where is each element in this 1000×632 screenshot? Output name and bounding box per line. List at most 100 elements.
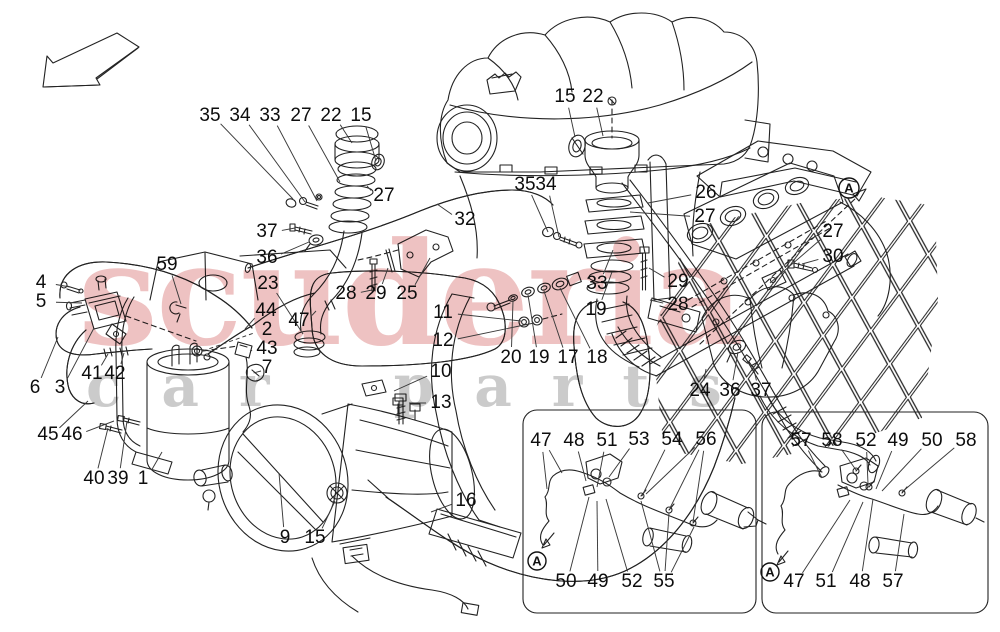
- leader-line-35: [220, 123, 294, 200]
- leader-line-51: [831, 501, 864, 573]
- leader-line-57: [894, 513, 905, 572]
- part-callout-22: 22: [320, 105, 342, 126]
- part-callout-27: 27: [822, 221, 844, 242]
- part-callout-30: 30: [822, 246, 844, 267]
- leader-line-57: [807, 450, 823, 479]
- leader-line-40: [97, 427, 109, 469]
- leader-line-28: [360, 289, 373, 293]
- leader-line-48: [577, 451, 587, 482]
- leader-line-34: [549, 195, 560, 238]
- leader-line-15: [365, 126, 377, 162]
- leader-line-27: [308, 125, 341, 183]
- leader-line-29: [381, 267, 389, 285]
- part-callout-36: 36: [256, 247, 278, 268]
- part-callout-43: 43: [256, 338, 278, 359]
- leader-line-36: [732, 351, 739, 381]
- part-callout-49: 49: [587, 571, 609, 592]
- leader-line-36: [280, 241, 310, 255]
- leader-line-20: [511, 300, 514, 348]
- part-callout-2: 2: [261, 319, 273, 340]
- part-callout-24: 24: [689, 380, 711, 401]
- part-callout-7: 7: [261, 357, 273, 378]
- leader-line-1: [151, 451, 163, 471]
- leader-line-22: [596, 107, 604, 137]
- part-callout-45: 45: [37, 424, 59, 445]
- leader-line-2: [199, 332, 253, 353]
- part-callout-28: 28: [335, 283, 357, 304]
- inset-box-right: [761, 411, 989, 614]
- leader-line-50: [569, 496, 590, 572]
- vapour-canister: [146, 301, 265, 481]
- part-callout-59: 59: [156, 254, 178, 275]
- view-marker-A: A: [838, 177, 860, 199]
- leader-line-33: [276, 125, 318, 202]
- part-callout-37: 37: [750, 380, 772, 401]
- part-callout-35: 35: [514, 174, 536, 195]
- part-callout-6: 6: [29, 377, 41, 398]
- part-callout-54: 54: [661, 429, 683, 450]
- part-callout-5: 5: [35, 291, 47, 312]
- part-callout-48: 48: [849, 571, 871, 592]
- part-callout-1: 1: [137, 468, 149, 489]
- part-callout-32: 32: [454, 209, 476, 230]
- leader-line-4: [55, 284, 71, 288]
- leader-line-33: [602, 249, 614, 275]
- leader-line-5: [55, 301, 83, 304]
- part-callout-47: 47: [288, 310, 310, 331]
- part-callout-57: 57: [882, 571, 904, 592]
- leader-line-41: [100, 353, 109, 366]
- part-callout-50: 50: [921, 430, 943, 451]
- part-callout-57: 57: [790, 430, 812, 451]
- part-callout-19: 19: [585, 299, 607, 320]
- part-callout-36: 36: [719, 380, 741, 401]
- leader-line-25: [414, 257, 431, 285]
- leader-line-24: [703, 368, 707, 381]
- leader-line-47: [802, 499, 851, 574]
- purge-solenoid-valve: [60, 275, 197, 345]
- part-callout-18: 18: [586, 347, 608, 368]
- part-callout-34: 34: [229, 105, 251, 126]
- part-callout-26: 26: [695, 182, 717, 203]
- leader-line-55: [670, 526, 695, 573]
- part-callout-15: 15: [554, 86, 576, 107]
- part-callout-51: 51: [815, 571, 837, 592]
- checkered-flag-background: [652, 196, 938, 464]
- part-callout-55: 55: [653, 571, 675, 592]
- part-callout-11: 11: [433, 302, 453, 323]
- view-marker-A: A: [760, 562, 780, 582]
- leader-line-12: [457, 322, 535, 340]
- part-callout-15: 15: [304, 527, 326, 548]
- part-callout-58: 58: [955, 430, 977, 451]
- leader-line-22: [339, 124, 353, 144]
- part-callout-35: 35: [199, 105, 221, 126]
- leader-line-47: [311, 310, 317, 316]
- leader-line-3: [66, 327, 95, 379]
- leader-line-42: [120, 352, 125, 365]
- part-callout-25: 25: [396, 283, 418, 304]
- leader-line-6: [40, 336, 59, 379]
- leader-line-23: [276, 292, 304, 335]
- leader-line-56: [645, 447, 696, 495]
- leader-line-29: [648, 267, 665, 278]
- part-callout-58: 58: [821, 430, 843, 451]
- leader-line-44: [244, 317, 255, 330]
- leader-line-11: [457, 313, 522, 322]
- leader-line-48: [861, 498, 874, 572]
- pump-bracket: [394, 293, 522, 559]
- part-callout-27: 27: [290, 105, 312, 126]
- leader-line-53: [608, 448, 630, 478]
- intake-manifold: [436, 12, 771, 177]
- background-engine-parts: [149, 171, 891, 317]
- leader-line-34: [248, 124, 306, 203]
- leader-line-56: [669, 449, 700, 509]
- secondary-air-valve-left: [285, 125, 454, 358]
- canister-bracket: [98, 296, 233, 511]
- leader-line-58: [841, 449, 857, 471]
- part-callout-49: 49: [887, 430, 909, 451]
- leader-line-55: [640, 500, 661, 572]
- leader-line-58: [901, 447, 955, 493]
- part-callout-13: 13: [430, 392, 452, 413]
- part-callout-41: 41: [81, 363, 103, 384]
